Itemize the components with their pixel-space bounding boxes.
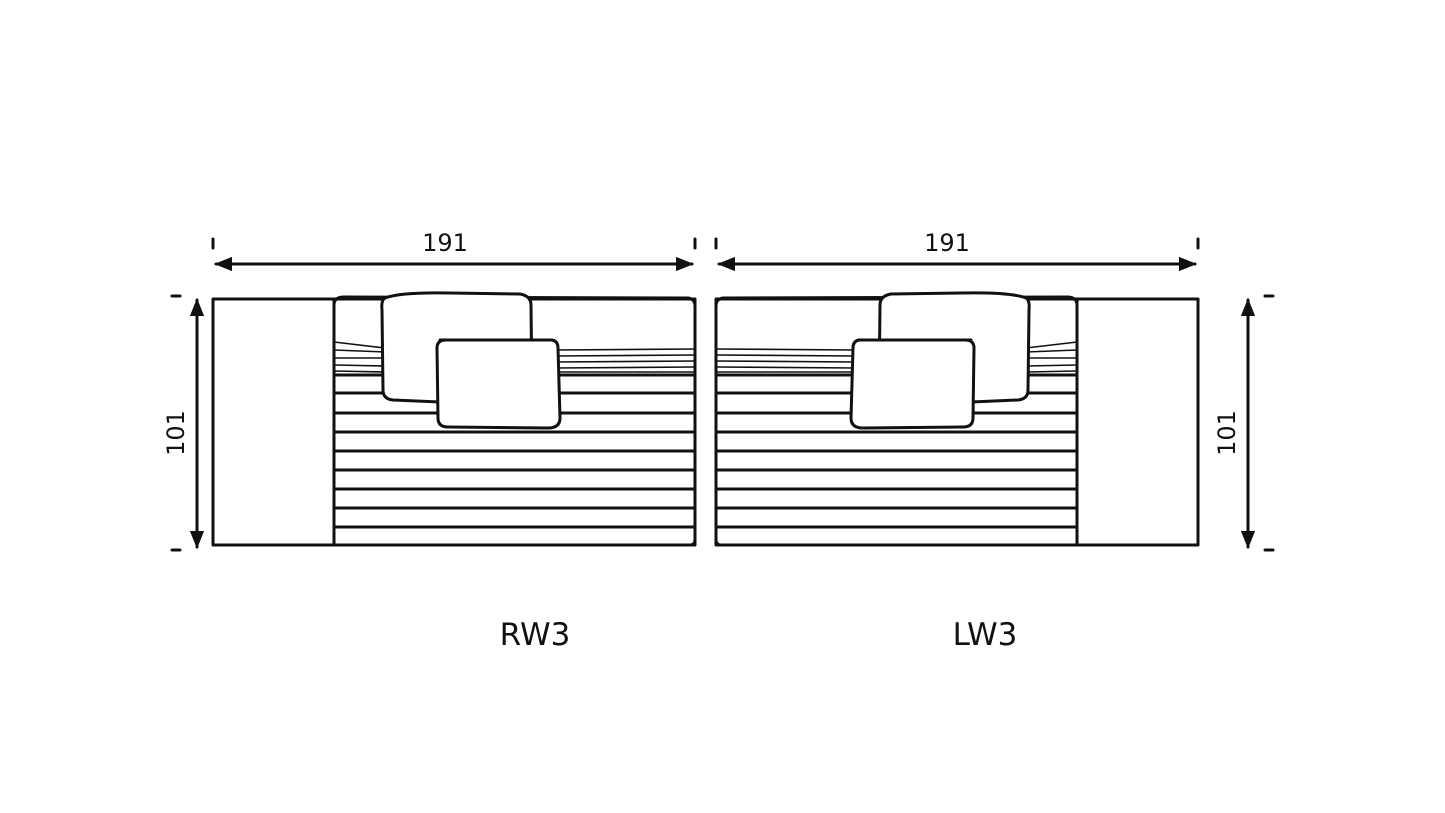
depth-dimension: 101: [1213, 294, 1275, 552]
width-value: 191: [924, 229, 970, 257]
depth-dimension: 101: [162, 294, 205, 552]
module-label: LW3: [953, 617, 1018, 653]
width-dimension: 191: [714, 229, 1200, 272]
sofa-module-rw3: 191 101 RW3: [162, 229, 697, 653]
width-dimension: 191: [211, 229, 697, 272]
depth-value: 101: [1213, 410, 1241, 456]
sofa-module-lw3: 191 101 LW3: [714, 229, 1275, 653]
module-label: RW3: [500, 617, 571, 653]
width-value: 191: [422, 229, 468, 257]
depth-value: 101: [162, 410, 190, 456]
